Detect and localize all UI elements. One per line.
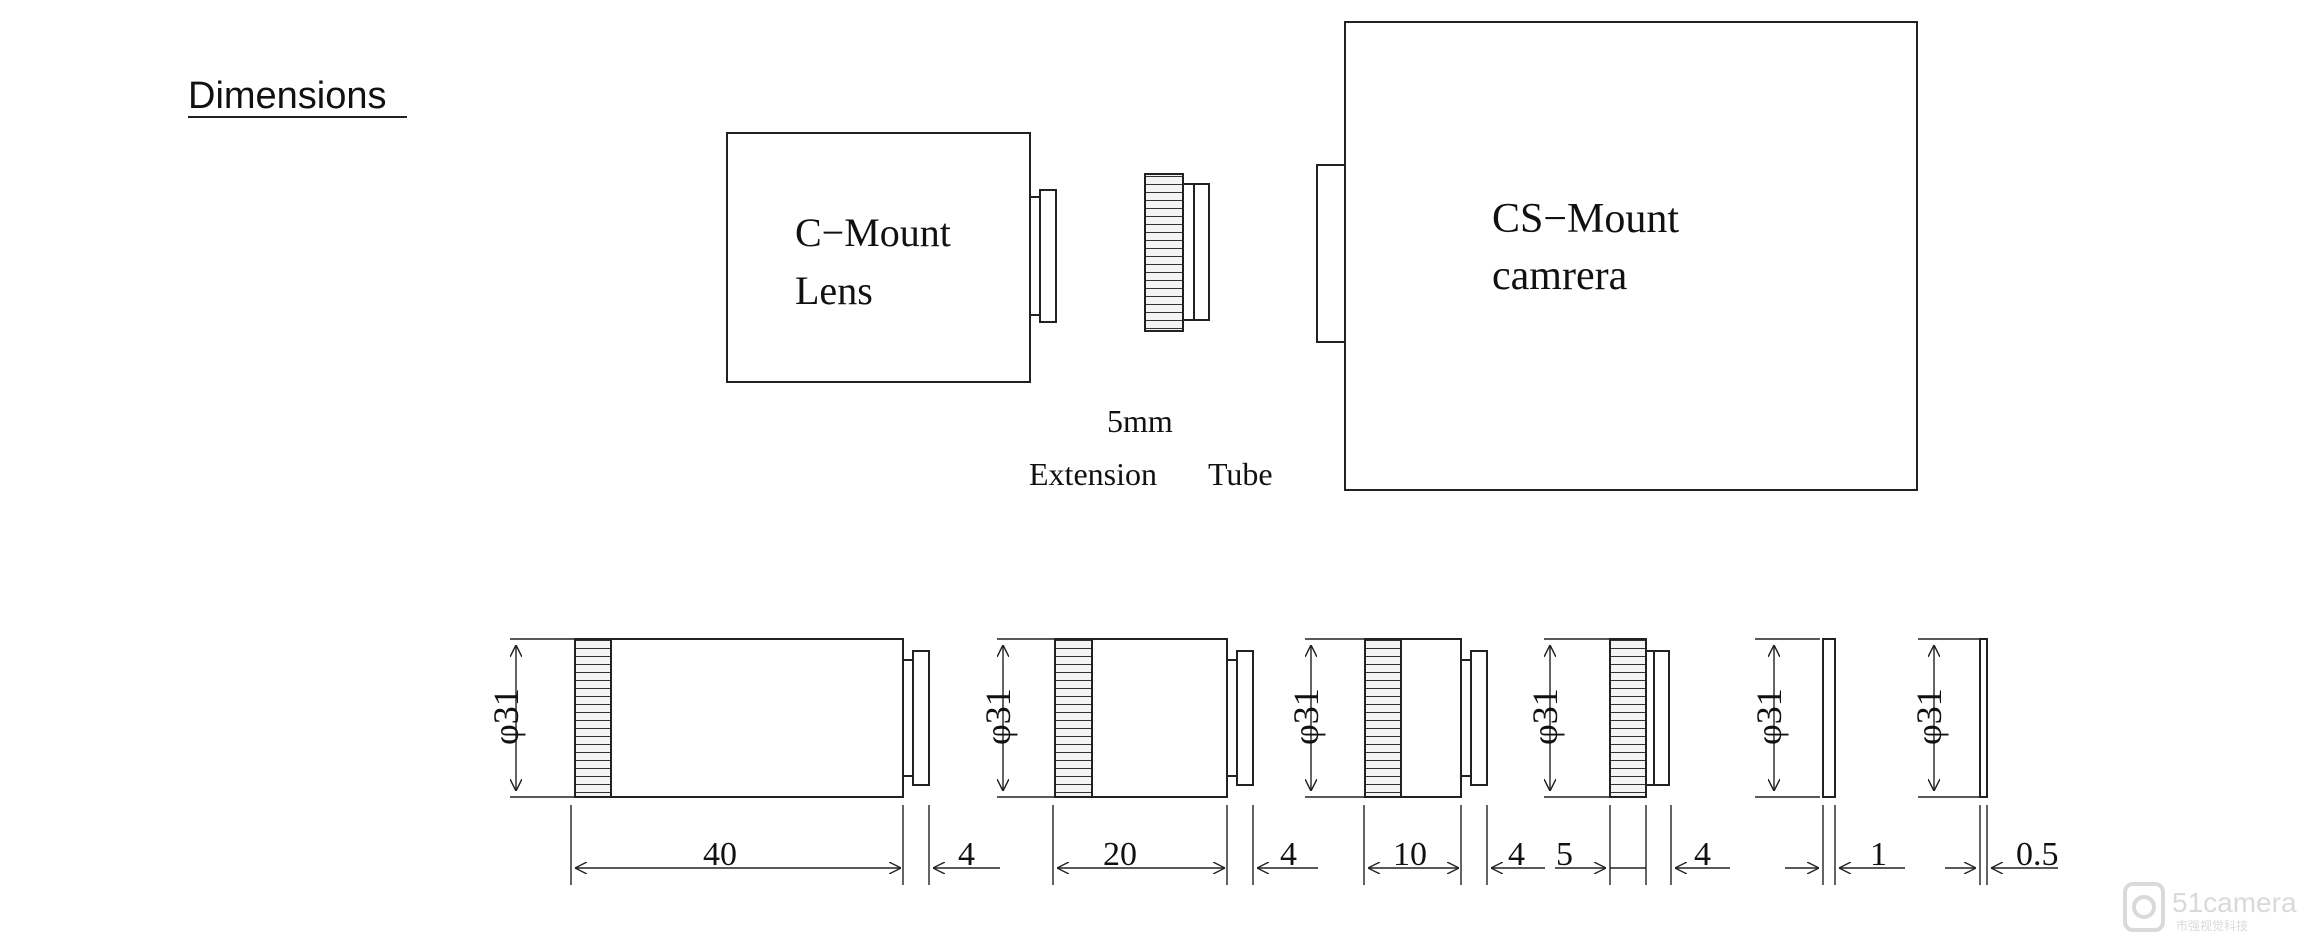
length-label: 10 xyxy=(1393,836,1427,873)
length-label: 1 xyxy=(1870,836,1887,873)
diameter-label: φ31 xyxy=(1909,688,1949,745)
extension-tube-5mm: 5mm Extension Tube xyxy=(1029,173,1273,492)
spacer-ring xyxy=(1822,638,1836,798)
tube-label-extension: Extension xyxy=(1029,456,1157,492)
knurl-ring xyxy=(1054,638,1093,798)
lens-label-line1: C−Mount xyxy=(795,210,951,255)
tube-body xyxy=(1400,638,1462,798)
thread-label: 4 xyxy=(1280,836,1297,873)
thread-inner xyxy=(902,659,914,777)
camera-logo-icon xyxy=(2123,882,2165,932)
thread-outer xyxy=(1236,650,1254,786)
diameter-label: φ31 xyxy=(486,688,526,745)
spacer-1mm: φ31 1 xyxy=(1749,638,1905,885)
tube-label-tube: Tube xyxy=(1208,456,1273,492)
watermark-brand: 51camera xyxy=(2172,887,2297,918)
tube-thread-outer xyxy=(1193,183,1210,321)
watermark-logo: 51camera 市强视觉科技 xyxy=(2123,882,2297,933)
diameter-label: φ31 xyxy=(1286,688,1326,745)
knurl-ring xyxy=(574,638,612,798)
cs-mount-camera: CS−Mount camrera xyxy=(1316,21,1918,491)
length-label: 5 xyxy=(1556,836,1573,873)
thread-inner xyxy=(1226,659,1238,777)
thread-outer xyxy=(912,650,930,786)
diameter-label: φ31 xyxy=(978,688,1018,745)
camera-label-line1: CS−Mount xyxy=(1492,196,1679,242)
lens-flange-inner xyxy=(1029,196,1041,316)
tube-5mm: φ31 5 4 xyxy=(1525,638,1730,885)
tube-body xyxy=(610,638,904,798)
lens-assembly: C−Mount Lens xyxy=(726,132,1057,383)
tube-knurl-ring xyxy=(1144,173,1184,332)
length-label: 20 xyxy=(1103,836,1137,873)
spacer-ring xyxy=(1979,638,1988,798)
thread-outer xyxy=(1470,650,1488,786)
tube-40mm: φ31 40 4 xyxy=(486,638,1000,885)
length-label: 0.5 xyxy=(2016,836,2059,873)
thread-label: 4 xyxy=(958,836,975,873)
knurl-ring xyxy=(1609,638,1647,798)
c-mount-lens-body xyxy=(726,132,1031,383)
camera-body xyxy=(1344,21,1918,491)
lens-flange-outer xyxy=(1039,189,1057,323)
thread-label: 4 xyxy=(1694,836,1711,873)
camera-mount-flange xyxy=(1316,164,1346,343)
tube-20mm: φ31 20 4 xyxy=(978,638,1318,885)
camera-label-line2: camrera xyxy=(1492,253,1628,299)
tube-10mm: φ31 10 4 xyxy=(1286,638,1545,885)
thread-inner xyxy=(1645,650,1655,786)
diameter-label: φ31 xyxy=(1749,688,1789,745)
lens-label-line2: Lens xyxy=(795,268,873,313)
thread-inner xyxy=(1460,659,1472,777)
spacer-0-5mm: φ31 0.5 xyxy=(1909,638,2059,885)
tube-label-line1: 5mm xyxy=(1107,403,1173,439)
thread-outer xyxy=(1653,650,1670,786)
thread-label: 4 xyxy=(1508,836,1525,873)
knurl-ring xyxy=(1364,638,1402,798)
watermark-subtitle: 市强视觉科技 xyxy=(2176,918,2248,933)
diameter-label: φ31 xyxy=(1525,688,1565,745)
length-label: 40 xyxy=(703,836,737,873)
tube-thread-inner xyxy=(1182,183,1195,321)
tube-body xyxy=(1091,638,1228,798)
page-title: Dimensions xyxy=(188,75,387,117)
